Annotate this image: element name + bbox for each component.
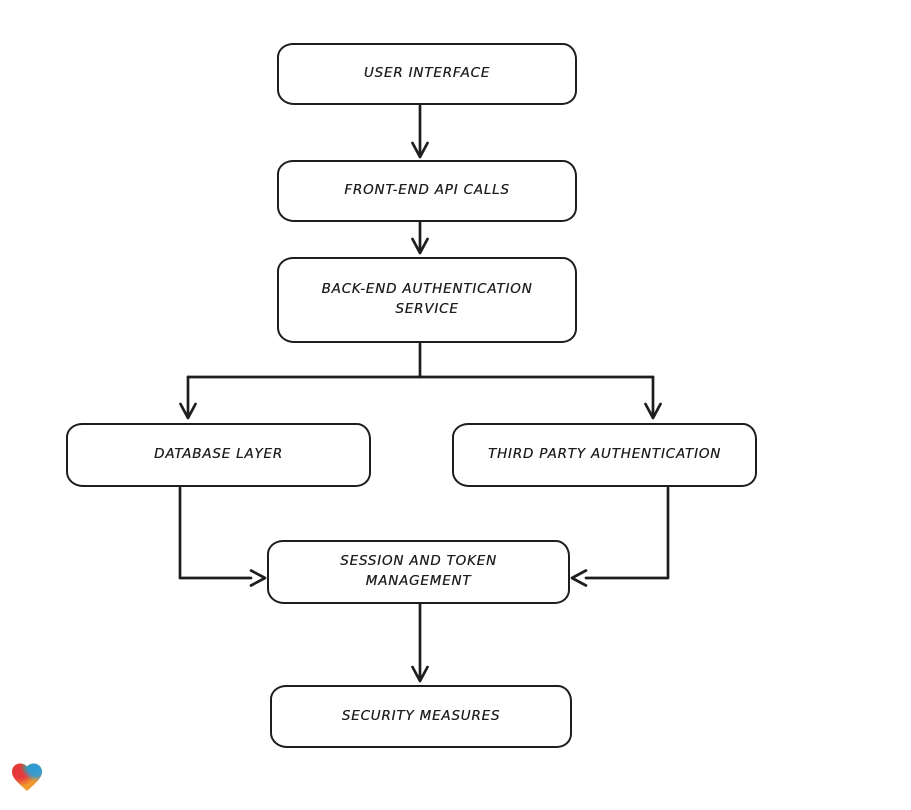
node-security-measures: SECURITY MEASURES xyxy=(270,685,572,748)
node-front-end-api-calls: FRONT-END API CALLS xyxy=(277,160,577,222)
edge-branch-to-database-layer xyxy=(179,375,197,420)
node-session-and-token-management: SESSION AND TOKEN MANAGEMENT xyxy=(267,540,570,604)
edge-back-end-branch-rail xyxy=(186,342,655,379)
node-database-layer: DATABASE LAYER xyxy=(66,423,371,487)
edge-branch-to-third-party xyxy=(644,375,662,420)
edge-database-to-session xyxy=(178,486,267,587)
node-back-end-authentication-service-label: BACK-END AUTHENTICATION SERVICE xyxy=(321,281,533,317)
edge-third-party-to-session xyxy=(570,486,670,587)
node-third-party-authentication-label: THIRD PARTY AUTHENTICATION xyxy=(487,446,722,463)
node-third-party-authentication: THIRD PARTY AUTHENTICATION xyxy=(452,423,757,487)
edge-session-to-security xyxy=(411,602,429,683)
node-security-measures-label: SECURITY MEASURES xyxy=(341,707,501,724)
node-back-end-authentication-service: BACK-END AUTHENTICATION SERVICE xyxy=(277,257,577,343)
node-user-interface-label: USER INTERFACE xyxy=(363,65,491,82)
node-database-layer-label: DATABASE LAYER xyxy=(154,446,283,463)
node-user-interface: USER INTERFACE xyxy=(277,43,577,105)
node-front-end-api-calls-label: FRONT-END API CALLS xyxy=(344,182,510,199)
heart-icon xyxy=(12,763,42,792)
edge-user-interface-to-front-end xyxy=(411,104,429,159)
heart-logo[interactable] xyxy=(9,759,45,795)
node-session-and-token-management-label: SESSION AND TOKEN MANAGEMENT xyxy=(340,553,497,589)
edge-front-end-to-back-end xyxy=(411,221,429,255)
